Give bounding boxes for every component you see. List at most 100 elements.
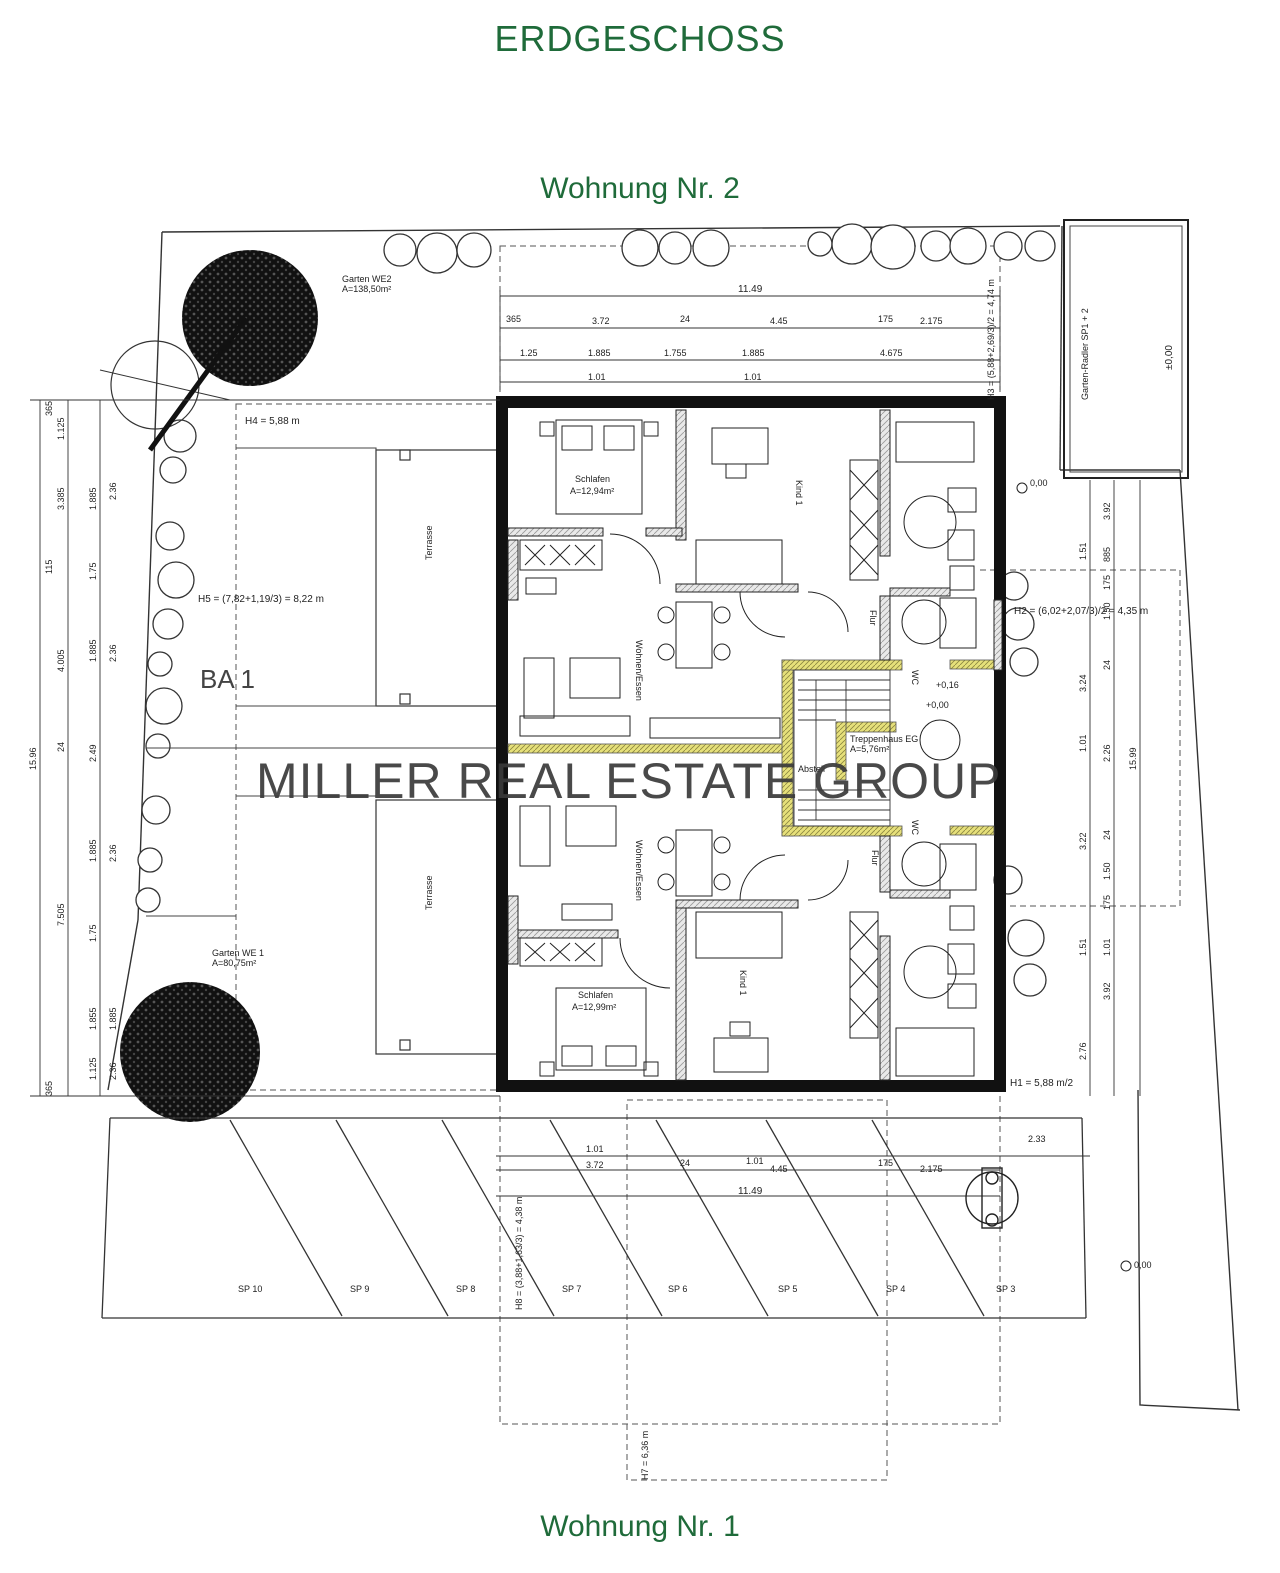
hall-top-label: Flur bbox=[868, 610, 878, 626]
top-row2-dim-4: 1.885 bbox=[742, 348, 765, 358]
left-b-dim-3: 1.75 bbox=[88, 562, 98, 580]
watermark: MILLER REAL ESTATE GROUP bbox=[256, 753, 1001, 809]
top-row1-dim-6: 2.175 bbox=[920, 316, 943, 326]
bicycle-storage-label: Garten-Radler SP1 + 2 bbox=[1080, 308, 1090, 400]
terrace-bottom: Terrasse bbox=[375, 799, 501, 1055]
staircase: Treppenhaus EG A=5,76m² Abstell bbox=[793, 669, 918, 827]
garden-outlines bbox=[146, 447, 500, 917]
right-a-dim-3: 885 bbox=[1102, 547, 1112, 562]
bottom-row2-dim-4: 175 bbox=[878, 1158, 893, 1168]
elevation-bottom: 0,00 bbox=[1134, 1260, 1152, 1270]
left-b-dim-1: 2.36 bbox=[108, 482, 118, 500]
top-row1-dim-1: 365 bbox=[506, 314, 521, 324]
right-a-dim-1: 3.92 bbox=[1102, 502, 1112, 520]
terrace-bottom-label: Terrasse bbox=[424, 875, 434, 910]
height-h8: H8 = (3,88+1,63/3) = 4,38 m bbox=[514, 1197, 524, 1310]
unit-2-label: Wohnung Nr. 2 bbox=[540, 172, 740, 205]
top-row2-dim-3: 1.755 bbox=[664, 348, 687, 358]
top-row2-dim-5: 4.675 bbox=[880, 348, 903, 358]
right-a-dim-11: 24 bbox=[1102, 830, 1112, 840]
dashed-outlines bbox=[235, 245, 1181, 1481]
living-top-label: Wohnen/Essen bbox=[634, 640, 644, 701]
left-b-dim-2: 1.885 bbox=[88, 487, 98, 510]
dimension-lines-left bbox=[30, 399, 500, 1097]
height-h3: H3 = (5,88+2,69/3)/2 = 4,74 m bbox=[986, 279, 996, 400]
parking-space-label: SP 5 bbox=[778, 1284, 797, 1294]
left-b-dim-10: 1.885 bbox=[108, 1007, 118, 1030]
right-a-dim-9: 2.26 bbox=[1102, 744, 1112, 762]
stairwell-label: Treppenhaus EG bbox=[850, 734, 918, 744]
top-row1-dim-3: 24 bbox=[680, 314, 690, 324]
wc-top-label: WC bbox=[910, 670, 920, 685]
right-a-dim-5: 1.50 bbox=[1102, 602, 1112, 620]
height-h4: H4 = 5,88 m bbox=[245, 416, 300, 427]
parking-space-label: SP 8 bbox=[456, 1284, 475, 1294]
left-b-dim-8: 2.36 bbox=[108, 844, 118, 862]
right-a-dim-17: 2.76 bbox=[1078, 1042, 1088, 1060]
left-b-dim-11: 2.36 bbox=[108, 1062, 118, 1080]
right-a-dim-2: 1.51 bbox=[1078, 542, 1088, 560]
right-a-dim-7: 3.24 bbox=[1078, 674, 1088, 692]
right-a-dim-13: 175 bbox=[1102, 895, 1112, 910]
right-a-dim-15: 1.01 bbox=[1102, 938, 1112, 956]
unit-1-label: Wohnung Nr. 1 bbox=[540, 1510, 740, 1543]
top-row2-dim-1: 1.25 bbox=[520, 348, 538, 358]
garden-labels: Garten WE2 A=138,50m² Garten WE 1 A=80,7… bbox=[200, 274, 392, 968]
plan-title: ERDGESCHOSS bbox=[494, 18, 786, 59]
parking-space-label: SP 6 bbox=[668, 1284, 687, 1294]
top-row1-dim-4: 4.45 bbox=[770, 316, 788, 326]
height-h1: H1 = 5,88 m/2 bbox=[1010, 1078, 1074, 1089]
stairwell-area: A=5,76m² bbox=[850, 744, 889, 754]
right-a-dim-14: 1.51 bbox=[1078, 938, 1088, 956]
dimension-lines-right bbox=[1089, 480, 1141, 1096]
bottom-row1-dim-2: 1.01 bbox=[746, 1156, 764, 1166]
wc-bottom-label: WC bbox=[910, 820, 920, 835]
dimension-text-bottom: 1.01 1.01 2.33 3.72 24 4.45 175 2.175 11… bbox=[586, 1134, 1046, 1197]
right-total-dim: 15.99 bbox=[1128, 747, 1138, 770]
parking-space-label: SP 10 bbox=[238, 1284, 262, 1294]
elevation-0: 0,00 bbox=[1030, 478, 1048, 488]
top-row1-dim-5: 175 bbox=[878, 314, 893, 324]
elevation-right: ±0,00 bbox=[1164, 345, 1175, 370]
left-a-dim-9: 1.125 bbox=[88, 1057, 98, 1080]
top-row1-dim-2: 3.72 bbox=[592, 316, 610, 326]
left-a-dim-10: 365 bbox=[44, 1081, 54, 1096]
left-a-dim-5: 4.005 bbox=[56, 649, 66, 672]
height-h2: H2 = (6,02+2,07/3)/2 = 4,35 m bbox=[1014, 606, 1148, 617]
dimension-text-right: 15.99 3.92 1.51 885 175 1.50 24 3.24 1.0… bbox=[1078, 502, 1138, 1060]
top-row2-dim-2: 1.885 bbox=[588, 348, 611, 358]
left-b-dim-4: 1.885 bbox=[88, 639, 98, 662]
property-boundary bbox=[107, 225, 1241, 1411]
tree-bottom-left bbox=[120, 982, 260, 1122]
building bbox=[496, 396, 1006, 1092]
parking-space-label: SP 4 bbox=[886, 1284, 905, 1294]
top-total-dim: 11.49 bbox=[738, 284, 763, 295]
parking-space-label: SP 9 bbox=[350, 1284, 369, 1294]
section-label: BA 1 bbox=[200, 664, 255, 694]
right-a-dim-10: 3.22 bbox=[1078, 832, 1088, 850]
bicycle-icon bbox=[965, 1167, 1019, 1229]
height-annotations: H4 = 5,88 m H5 = (7,82+1,19/3) = 8,22 m … bbox=[198, 279, 1148, 1480]
hall-bottom-label: Flur bbox=[870, 850, 880, 866]
height-h7: H7 = 6,36 m bbox=[640, 1431, 650, 1480]
left-b-dim-5: 2.36 bbox=[108, 644, 118, 662]
bottom-row2-dim-3: 4.45 bbox=[770, 1164, 788, 1174]
left-a-dim-7: 7.505 bbox=[56, 903, 66, 926]
left-b-dim-9: 1.75 bbox=[88, 924, 98, 942]
tree-top-left bbox=[99, 250, 318, 452]
right-a-dim-12: 1.50 bbox=[1102, 862, 1112, 880]
furniture-bottom-unit: Wohnen/Essen Schlafen A=12,99m² Kind 1 F… bbox=[519, 805, 977, 1077]
shrubs-right bbox=[993, 571, 1047, 997]
storage-label: Abstell bbox=[798, 764, 825, 774]
elevation-mid: +0,16 bbox=[936, 680, 959, 690]
bottom-row2-dim-2: 24 bbox=[680, 1158, 690, 1168]
left-a-dim-6: 24 bbox=[56, 742, 66, 752]
left-total-dim: 15.96 bbox=[28, 747, 38, 770]
elevation-mid2: +0,00 bbox=[926, 700, 949, 710]
left-a-dim-8: 1.855 bbox=[88, 1007, 98, 1030]
top-row3-dim-1: 1.01 bbox=[588, 372, 606, 382]
left-b-dim-7: 1.885 bbox=[88, 839, 98, 862]
dimension-text-left: 15.96 365 1.125 3.385 115 4.005 24 7.505… bbox=[28, 401, 118, 1096]
bedroom-bottom-area: A=12,99m² bbox=[572, 1002, 616, 1012]
